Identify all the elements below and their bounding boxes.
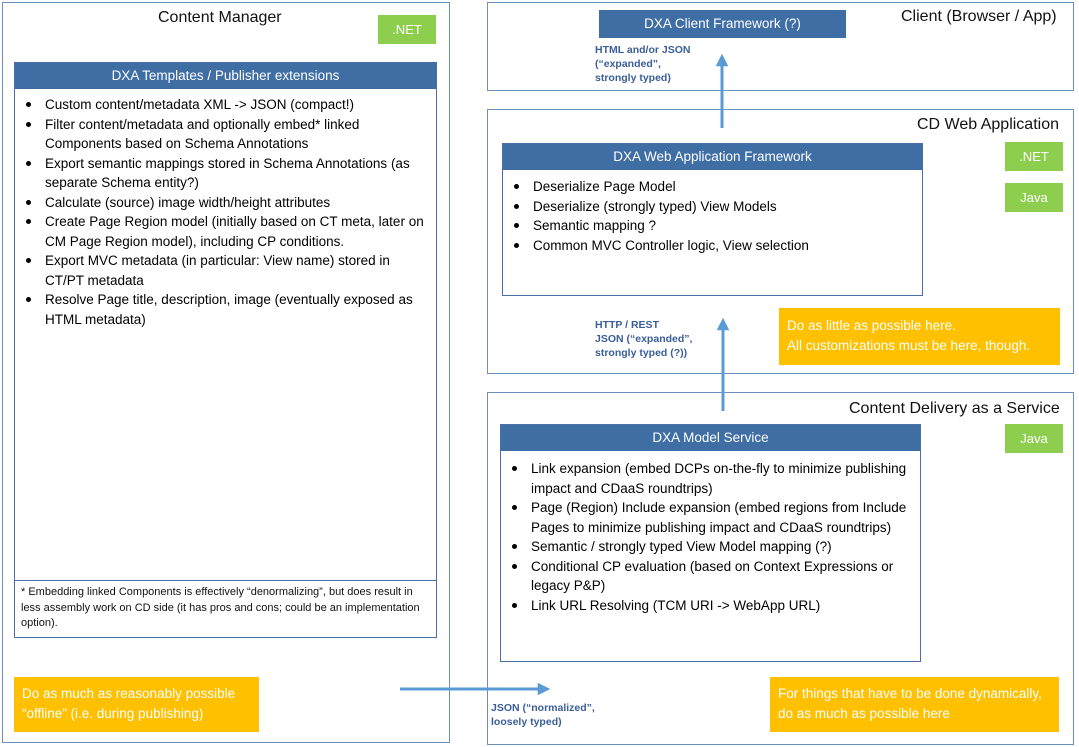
cdaas-note: For things that have to be done dynamica… — [770, 677, 1059, 732]
list-item: Deserialize Page Model — [503, 177, 922, 197]
arrow-label-line: JSON (“normalized”, — [491, 702, 595, 714]
list-item: Semantic mapping ? — [503, 216, 922, 236]
dxa-web-app-framework-box: DXA Web Application Framework Deserializ… — [502, 143, 923, 296]
client-title: Client (Browser / App) — [901, 8, 1057, 25]
content-manager-title: Content Manager — [158, 9, 282, 26]
list-item: Export semantic mappings stored in Schem… — [15, 154, 432, 193]
list-item: Link URL Resolving (TCM URI -> WebApp UR… — [501, 596, 914, 616]
list-item: Export MVC metadata (in particular: View… — [15, 251, 432, 290]
dxa-model-service-list: Link expansion (embed DCPs on-the-fly to… — [501, 451, 920, 615]
arrow-label-line: strongly typed) — [595, 72, 671, 84]
dxa-web-app-framework-header: DXA Web Application Framework — [503, 144, 922, 170]
dxa-templates-box: DXA Templates / Publisher extensions Cus… — [14, 62, 437, 638]
list-item: Filter content/metadata and optionally e… — [15, 115, 432, 154]
dxa-client-framework-header: DXA Client Framework (?) — [599, 10, 846, 38]
list-item: Create Page Region model (initially base… — [15, 212, 432, 251]
cm-dotnet-tag: .NET — [378, 15, 436, 44]
arrow-label-from-cm: JSON (“normalized”, loosely typed) — [491, 701, 595, 729]
cdaas-title: Content Delivery as a Service — [849, 400, 1060, 417]
list-item: Conditional CP evaluation (based on Cont… — [501, 557, 914, 596]
list-item: Resolve Page title, description, image (… — [15, 290, 432, 329]
embedding-footnote: * Embedding linked Components is effecti… — [21, 586, 420, 629]
list-item: Common MVC Controller logic, View select… — [503, 236, 922, 256]
arrow-label-to-webapp: HTTP / REST JSON (“expanded”, strongly t… — [595, 318, 692, 360]
webapp-note-line-2: All customizations must be here, though. — [787, 338, 1031, 353]
list-item: Calculate (source) image width/height at… — [15, 193, 432, 213]
dxa-model-service-box: DXA Model Service Link expansion (embed … — [500, 424, 921, 662]
cm-offline-note: Do as much as reasonably possible “offli… — [14, 677, 259, 732]
cd-web-app-title: CD Web Application — [917, 116, 1059, 133]
webapp-dotnet-tag: .NET — [1005, 142, 1063, 171]
arrow-label-line: HTML and/or JSON — [595, 44, 691, 56]
arrow-label-line: strongly typed (?)) — [595, 347, 688, 359]
list-item: Semantic / strongly typed View Model map… — [501, 537, 914, 557]
arrow-label-line: loosely typed) — [491, 716, 562, 728]
list-item: Page (Region) Include expansion (embed r… — [501, 498, 914, 537]
list-item: Deserialize (strongly typed) View Models — [503, 197, 922, 217]
dxa-client-framework-box: DXA Client Framework (?) — [599, 10, 846, 38]
dxa-templates-list: Custom content/metadata XML -> JSON (com… — [15, 89, 436, 329]
dxa-templates-header: DXA Templates / Publisher extensions — [15, 63, 436, 89]
footnote-divider — [15, 580, 436, 581]
webapp-note: Do as little as possible here. All custo… — [779, 308, 1060, 365]
dxa-model-service-header: DXA Model Service — [501, 425, 920, 451]
dxa-web-app-framework-list: Deserialize Page Model Deserialize (stro… — [503, 170, 922, 255]
webapp-note-line-1: Do as little as possible here. — [787, 318, 956, 333]
cdaas-java-tag: Java — [1005, 424, 1063, 453]
list-item: Link expansion (embed DCPs on-the-fly to… — [501, 459, 914, 498]
list-item: Custom content/metadata XML -> JSON (com… — [15, 95, 432, 115]
arrow-label-line: (“expanded”, — [595, 58, 661, 70]
arrow-label-to-client: HTML and/or JSON (“expanded”, strongly t… — [595, 43, 690, 85]
webapp-java-tag: Java — [1005, 183, 1063, 212]
arrow-label-line: JSON (“expanded”, — [595, 333, 693, 345]
arrow-label-line: HTTP / REST — [595, 319, 659, 331]
